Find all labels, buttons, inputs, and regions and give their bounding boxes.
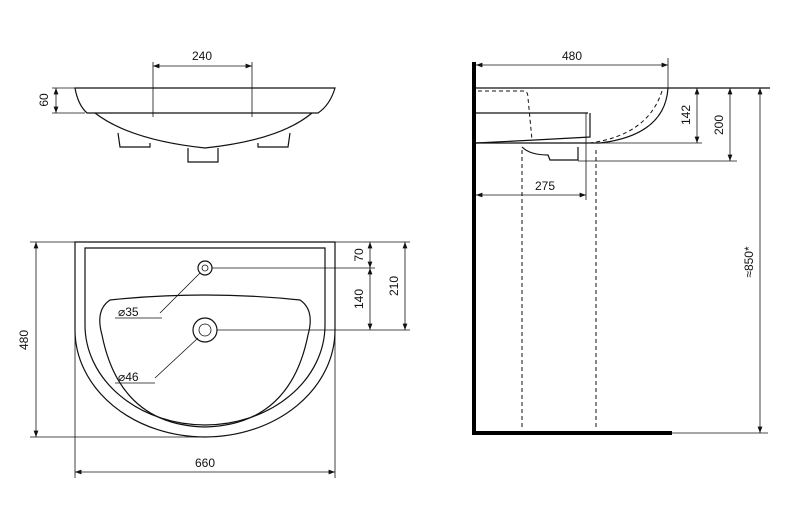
dim-depth: 480 — [17, 330, 31, 350]
drain-hole — [192, 317, 218, 343]
dim-bowl-height: 142 — [679, 105, 693, 125]
dim-mounting-height: ≈850* — [742, 246, 756, 278]
dim-drain-from-wall: 275 — [535, 179, 555, 193]
dim-rim-height: 60 — [37, 93, 51, 107]
dim-tap-spacing: 240 — [192, 49, 212, 63]
dim-drain-hole: ⌀46 — [118, 370, 139, 384]
front-view: 240 60 — [37, 49, 336, 163]
dim-tap-to-edge: 70 — [352, 248, 366, 262]
dim-tap-to-drain: 140 — [352, 289, 366, 309]
dim-tap-hole: ⌀35 — [118, 305, 139, 319]
dim-side-depth: 480 — [562, 49, 582, 63]
side-view: 480 142 200 275 ≈850* — [472, 49, 770, 435]
tap-hole — [197, 260, 213, 276]
dim-width: 660 — [195, 456, 215, 470]
dim-drain-to-edge: 210 — [387, 276, 401, 296]
plan-view: ⌀35 ⌀46 70 140 210 480 660 — [17, 241, 410, 478]
dim-overall-height: 200 — [712, 115, 726, 135]
